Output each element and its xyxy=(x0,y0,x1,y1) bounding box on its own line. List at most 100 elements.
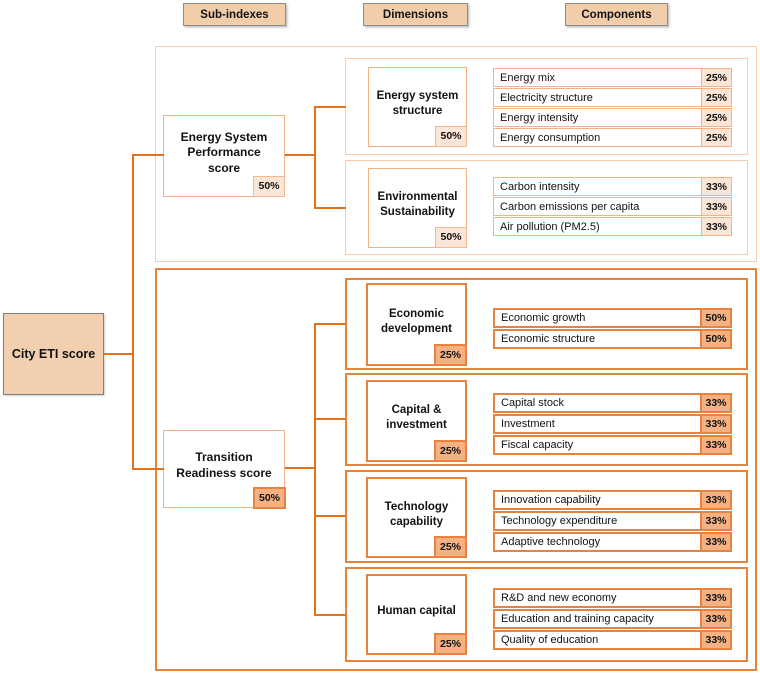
component-weight-badge: 25% xyxy=(701,109,731,126)
component-row-energy-intensity: Energy intensity 25% xyxy=(493,108,732,127)
root-score-label: City ETI score xyxy=(11,347,96,361)
component-label: Energy mix xyxy=(500,71,556,84)
connector-line xyxy=(314,614,346,616)
component-label: Electricity structure xyxy=(500,91,593,104)
component-label: Carbon emissions per capita xyxy=(500,200,640,213)
sub-index-energy-system-performance: Energy System Performance score 50% xyxy=(163,115,285,197)
root-score-box: City ETI score xyxy=(3,313,104,395)
component-label: Quality of education xyxy=(501,634,599,646)
component-weight-badge: 33% xyxy=(700,590,730,606)
connector-line xyxy=(314,323,316,616)
sub-index-transition-readiness: Transition Readiness score 50% xyxy=(163,430,286,509)
component-row-economic-growth: Economic growth 50% xyxy=(493,308,732,328)
sub-index-label: Energy System Performance score xyxy=(180,129,268,175)
component-row-innovation-capability: Innovation capability 33% xyxy=(493,490,732,510)
component-row-carbon-emissions-per-capita: Carbon emissions per capita 33% xyxy=(493,197,732,216)
component-weight-badge: 25% xyxy=(701,129,731,146)
component-weight-badge: 33% xyxy=(701,218,731,235)
connector-line xyxy=(314,323,346,325)
component-weight-badge: 50% xyxy=(700,310,730,326)
subgroup-technology-capability xyxy=(345,470,748,563)
dimension-label: Capital & investment xyxy=(386,404,447,431)
connector-line xyxy=(314,418,346,420)
dimension-label: Economic development xyxy=(381,307,452,335)
component-label: Economic structure xyxy=(501,333,596,345)
component-row-electricity-structure: Electricity structure 25% xyxy=(493,88,732,107)
column-header-dimensions: Dimensions xyxy=(363,3,468,26)
dimension-label: Environmental Sustainability xyxy=(377,191,458,218)
weight-badge: 50% xyxy=(435,126,467,147)
weight-badge: 50% xyxy=(435,227,467,248)
component-row-rd-and-new-economy: R&D and new economy 33% xyxy=(493,588,732,608)
dimension-capital-investment: Capital & investment 25% xyxy=(366,380,467,462)
component-row-adaptive-technology: Adaptive technology 33% xyxy=(493,532,732,552)
component-label: Capital stock xyxy=(501,397,564,409)
component-weight-badge: 33% xyxy=(700,437,730,453)
component-label: Technology expenditure xyxy=(501,515,618,527)
component-row-energy-mix: Energy mix 25% xyxy=(493,68,732,87)
component-label: R&D and new economy xyxy=(501,592,617,604)
dimension-label: Energy system structure xyxy=(376,90,459,117)
subgroup-capital-investment xyxy=(345,373,748,466)
dimension-economic-development: Economic development 25% xyxy=(366,283,467,366)
component-label: Investment xyxy=(501,418,555,430)
connector-line xyxy=(285,154,316,156)
dimension-label: Technology capability xyxy=(384,500,449,528)
weight-badge: 25% xyxy=(434,536,467,558)
dimension-technology-capability: Technology capability 25% xyxy=(366,477,467,558)
component-weight-badge: 33% xyxy=(700,534,730,550)
dimension-energy-system-structure: Energy system structure 50% xyxy=(368,67,467,147)
component-row-investment: Investment 33% xyxy=(493,414,732,434)
component-weight-badge: 33% xyxy=(701,178,731,195)
connector-line xyxy=(314,207,346,209)
column-header-sub-indexes: Sub-indexes xyxy=(183,3,286,26)
component-row-economic-structure: Economic structure 50% xyxy=(493,329,732,349)
component-row-fiscal-capacity: Fiscal capacity 33% xyxy=(493,435,732,455)
component-weight-badge: 33% xyxy=(700,492,730,508)
subgroup-human-capital xyxy=(345,567,748,662)
sub-index-label: Transition Readiness score xyxy=(176,450,272,480)
component-weight-badge: 33% xyxy=(700,632,730,648)
connector-line xyxy=(314,106,346,108)
component-weight-badge: 25% xyxy=(701,69,731,86)
connector-line xyxy=(132,154,134,470)
weight-badge: 25% xyxy=(434,344,467,366)
subgroup-economic-development xyxy=(345,278,748,370)
component-label: Air pollution (PM2.5) xyxy=(500,220,600,233)
component-label: Education and training capacity xyxy=(501,613,654,625)
component-label: Adaptive technology xyxy=(501,536,601,548)
component-weight-badge: 33% xyxy=(701,198,731,215)
component-row-air-pollution: Air pollution (PM2.5) 33% xyxy=(493,217,732,236)
component-label: Innovation capability xyxy=(501,494,601,506)
connector-line xyxy=(132,468,164,470)
dimension-human-capital: Human capital 25% xyxy=(366,574,467,655)
column-header-components: Components xyxy=(565,3,668,26)
component-row-energy-consumption: Energy consumption 25% xyxy=(493,128,732,147)
connector-line xyxy=(314,106,316,209)
weight-badge: 50% xyxy=(253,176,285,197)
component-weight-badge: 33% xyxy=(700,611,730,627)
component-row-technology-expenditure: Technology expenditure 33% xyxy=(493,511,732,531)
dimension-environmental-sustainability: Environmental Sustainability 50% xyxy=(368,168,467,248)
connector-line xyxy=(314,515,346,517)
weight-badge: 25% xyxy=(434,633,467,655)
dimension-label: Human capital xyxy=(377,605,456,618)
component-row-carbon-intensity: Carbon intensity 33% xyxy=(493,177,732,196)
component-weight-badge: 33% xyxy=(700,513,730,529)
component-label: Carbon intensity xyxy=(500,180,580,193)
component-label: Energy intensity xyxy=(500,111,579,124)
connector-line xyxy=(132,154,164,156)
component-label: Fiscal capacity xyxy=(501,439,574,451)
component-label: Energy consumption xyxy=(500,131,601,144)
component-weight-badge: 33% xyxy=(700,395,730,411)
component-label: Economic growth xyxy=(501,312,586,324)
connector-line xyxy=(104,353,134,355)
component-row-quality-of-education: Quality of education 33% xyxy=(493,630,732,650)
component-weight-badge: 33% xyxy=(700,416,730,432)
component-weight-badge: 50% xyxy=(700,331,730,347)
component-row-education-and-training-capacity: Education and training capacity 33% xyxy=(493,609,732,629)
component-weight-badge: 25% xyxy=(701,89,731,106)
weight-badge: 25% xyxy=(434,440,467,462)
weight-badge: 50% xyxy=(253,487,286,509)
